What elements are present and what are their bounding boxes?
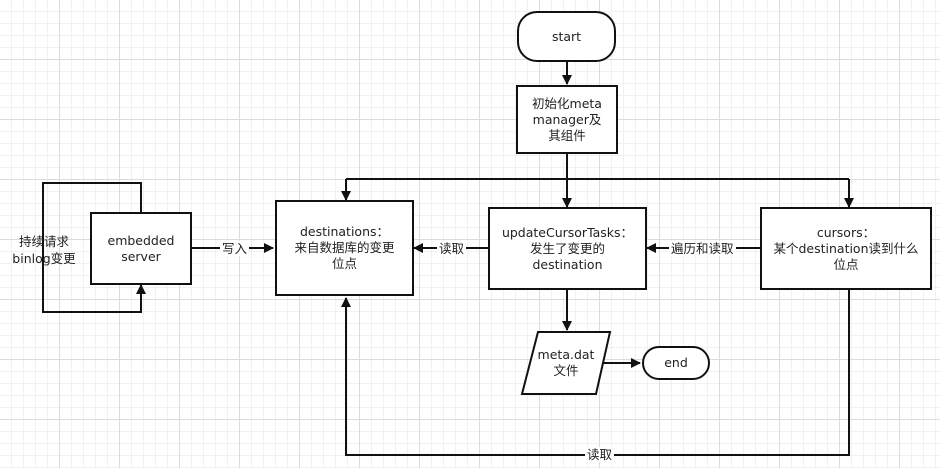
init-meta-manager-node: 初始化meta manager及 其组件 <box>516 85 618 154</box>
read-bottom-label: 读取 <box>585 447 615 462</box>
update-label: updateCursorTasks： 发生了变更的 destination <box>501 224 634 272</box>
metadat-node: meta.dat 文件 <box>530 333 602 393</box>
embedded-server-node: embedded server <box>90 212 192 285</box>
end-label: end <box>664 355 688 370</box>
loop-label: 持续请求 binlog变更 <box>12 234 76 266</box>
cursors-node: cursors： 某个destination读到什么 位点 <box>760 207 932 290</box>
init-label: 初始化meta manager及 其组件 <box>532 95 602 143</box>
edge-loop <box>42 182 146 313</box>
destinations-node: destinations： 来自数据库的变更 位点 <box>275 200 414 296</box>
start-label: start <box>551 28 582 44</box>
end-node: end <box>642 346 710 380</box>
start-node: start <box>517 11 616 62</box>
traverse-label: 遍历和读取 <box>669 241 736 256</box>
embedded-label: embedded server <box>107 232 175 264</box>
read-update-label: 读取 <box>437 241 467 256</box>
write-label: 写入 <box>220 241 250 256</box>
destinations-label: destinations： 来自数据库的变更 位点 <box>294 224 395 271</box>
metadat-shape <box>520 331 612 395</box>
metadat-label: meta.dat 文件 <box>537 347 595 378</box>
cursors-label: cursors： 某个destination读到什么 位点 <box>773 224 919 272</box>
update-cursor-tasks-node: updateCursorTasks： 发生了变更的 destination <box>488 207 647 290</box>
